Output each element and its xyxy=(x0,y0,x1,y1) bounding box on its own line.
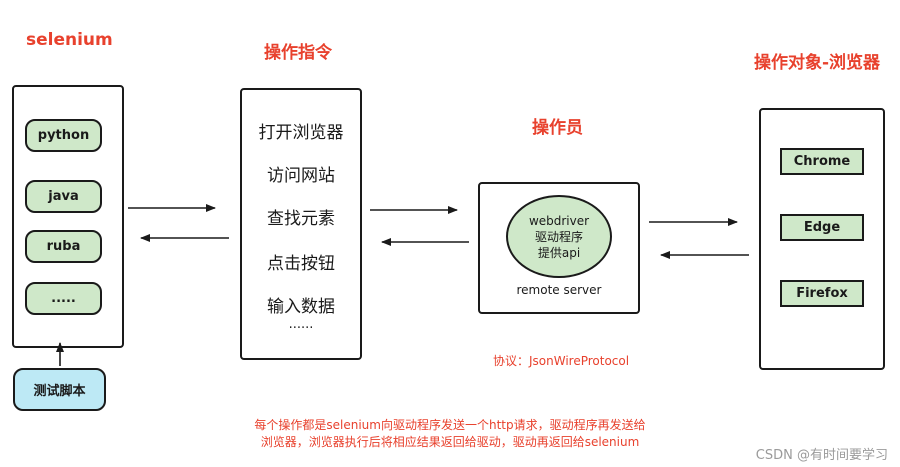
language-java: java xyxy=(25,180,102,213)
webdriver-label: webdriver xyxy=(528,213,590,228)
browser-firefox: Firefox xyxy=(780,280,864,307)
api-label: 提供api xyxy=(537,245,581,260)
driver-label: 驱动程序 xyxy=(534,229,583,244)
commands-title: 操作指令 xyxy=(264,43,332,63)
watermark: CSDN @有时间要学习 xyxy=(755,448,888,463)
selenium-box: python java ruba ..... xyxy=(12,85,124,348)
language-python: python xyxy=(25,119,102,152)
commands-box: 打开浏览器 访问网站 查找元素 点击按钮 输入数据 ...... xyxy=(240,88,362,360)
command-click-button: 点击按钮 xyxy=(267,254,335,274)
test-script-box: 测试脚本 xyxy=(13,368,106,411)
command-open-browser: 打开浏览器 xyxy=(258,123,344,143)
footer-note: 每个操作都是selenium向驱动程序发送一个http请求，驱动程序再发送给 浏… xyxy=(0,417,900,451)
command-find-element: 查找元素 xyxy=(267,209,335,229)
operator-title: 操作员 xyxy=(532,118,583,138)
browsers-box: Chrome Edge Firefox xyxy=(759,108,885,370)
browser-chrome: Chrome xyxy=(780,148,864,175)
browsers-title: 操作对象-浏览器 xyxy=(754,53,881,73)
footer-note-line1: 每个操作都是selenium向驱动程序发送一个http请求，驱动程序再发送给 xyxy=(254,418,646,432)
webdriver-box: webdriver 驱动程序 提供api remote server xyxy=(478,182,640,314)
language-ruba: ruba xyxy=(25,230,102,263)
footer-note-line2: 浏览器，浏览器执行后将相应结果返回给驱动，驱动再返回给selenium xyxy=(260,435,640,449)
command-more: ...... xyxy=(288,317,314,332)
command-visit-site: 访问网站 xyxy=(267,166,335,186)
webdriver-ellipse: webdriver 驱动程序 提供api xyxy=(506,195,612,278)
command-input-data: 输入数据 xyxy=(267,297,335,317)
protocol-note: 协议：JsonWireProtocol xyxy=(493,354,630,368)
selenium-title: selenium xyxy=(26,30,113,50)
language-more: ..... xyxy=(25,282,102,315)
browser-edge: Edge xyxy=(780,214,864,241)
remote-server-caption: remote server xyxy=(516,283,602,297)
